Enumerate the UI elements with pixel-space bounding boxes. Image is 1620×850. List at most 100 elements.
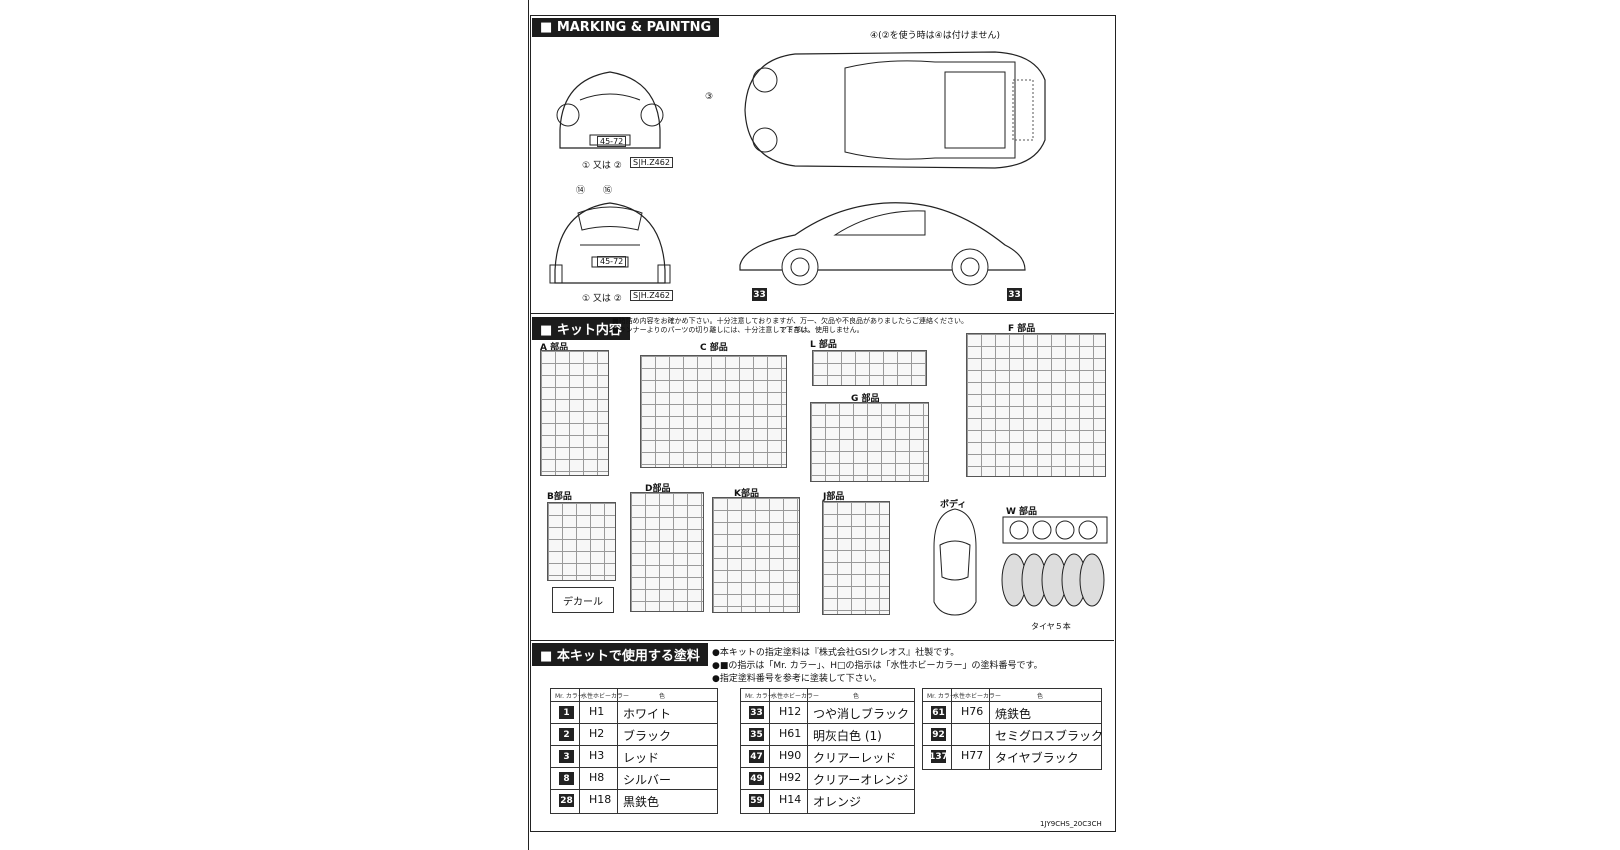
hobby-number: H14 xyxy=(779,793,802,806)
hobby-number: H12 xyxy=(779,705,802,718)
car-rear-view xyxy=(549,202,671,284)
rear-serial: S|H.Z462 xyxy=(630,290,673,301)
hobby-number: H76 xyxy=(961,705,984,718)
hobby-number: H3 xyxy=(589,749,605,762)
paint-note-3: ●指定塗料番号を参考に塗装して下さい。 xyxy=(712,674,882,684)
runner-w xyxy=(1002,516,1108,544)
runner-b xyxy=(547,502,616,581)
car-top-view xyxy=(744,51,1046,169)
th-color: 色 xyxy=(659,693,666,700)
color-name: 明灰白色 (1) xyxy=(813,729,882,743)
kit-note-2: ■ランナーよりのパーツの切り離しには、十分注意して下さい。 xyxy=(612,326,815,334)
paint-header: ■ 本キットで使用する塗料 xyxy=(532,643,708,666)
label-j-parts: J部品 xyxy=(823,492,845,502)
table-row: 8 H8 シルバー xyxy=(551,767,717,790)
label-f-parts: F 部品 xyxy=(1008,324,1036,334)
col-divider xyxy=(617,689,618,813)
runner-g xyxy=(810,402,929,482)
color-name: クリアーレッド xyxy=(813,751,897,765)
paint-callout-33-right: 33 xyxy=(1007,288,1022,301)
paint-note-2: ●■の指示は「Mr. カラー」、H□の指示は「水性ホビーカラー」の塗料番号です。 xyxy=(712,661,1043,671)
color-name: ホワイト xyxy=(623,707,672,721)
col-divider xyxy=(807,689,808,813)
hobby-number: H8 xyxy=(589,771,605,784)
label-b-parts: B部品 xyxy=(547,492,572,502)
rear-plate: 45-72 xyxy=(597,256,627,267)
front-serial: S|H.Z462 xyxy=(630,157,673,168)
table-row: 92 セミグロスブラック xyxy=(923,723,1104,746)
mr-number: 8 xyxy=(559,772,574,785)
th-hobby: 水性ホビーカラー xyxy=(581,693,630,700)
runner-l xyxy=(812,350,927,386)
marking-title: MARKING & PAINTNG xyxy=(556,20,712,35)
callout-16: ⑯ xyxy=(603,186,613,196)
col-divider xyxy=(769,689,770,813)
th-color: 色 xyxy=(1037,693,1044,700)
table-row: 137 H77 タイヤブラック xyxy=(923,745,1101,768)
hobby-number: H1 xyxy=(589,705,605,718)
table-row: 2 H2 ブラック xyxy=(551,723,717,746)
color-name: シルバー xyxy=(623,773,672,787)
color-name: レッド xyxy=(623,751,660,765)
th-hobby: 水性ホビーカラー xyxy=(771,693,820,700)
mr-number: 3 xyxy=(559,750,574,763)
callout-14: ⑭ xyxy=(576,186,586,196)
paint-title: 本キットで使用する塗料 xyxy=(556,649,700,664)
sheet-frame xyxy=(530,15,1116,832)
runner-c xyxy=(640,355,787,468)
tires-label: タイヤ５本 xyxy=(1031,622,1071,631)
paint-table-3: Mr. カラー 水性ホビーカラー 色 61 H76 焼鉄色 92 セミグロスブラ… xyxy=(922,688,1104,770)
th-mr: Mr. カラー xyxy=(745,693,774,700)
marking-header: ■ MARKING & PAINTNG xyxy=(532,18,720,37)
decal-sheet: デカール xyxy=(552,587,614,613)
hobby-number: H92 xyxy=(779,771,802,784)
color-name: つや消しブラック xyxy=(813,707,910,721)
mr-number: 33 xyxy=(749,706,764,719)
runner-k xyxy=(712,497,800,613)
mr-number: 28 xyxy=(559,794,574,807)
kit-note-1: ■箱詰め内容をお確かめ下さい。十分注意しておりますが、万一、欠品や不良品がありま… xyxy=(612,317,969,325)
runner-j xyxy=(822,501,890,615)
table-row: 28 H18 黒鉄色 xyxy=(551,789,717,812)
runner-a xyxy=(540,350,609,476)
mr-number: 61 xyxy=(931,706,946,719)
hobby-number: H2 xyxy=(589,727,605,740)
color-name: オレンジ xyxy=(813,795,862,809)
mr-number: 1 xyxy=(559,706,574,719)
tires xyxy=(1001,553,1105,607)
table-row: 1 H1 ホワイト xyxy=(551,701,717,724)
paint-note-1: ●本キットの指定塗料は『株式会社GSIクレオス』社製です。 xyxy=(712,648,960,658)
label-k-parts: K部品 xyxy=(734,489,759,499)
table-row: 3 H3 レッド xyxy=(551,745,717,768)
mr-number: 137 xyxy=(929,750,948,763)
table-row: 61 H76 焼鉄色 xyxy=(923,701,1101,724)
hobby-number: H90 xyxy=(779,749,802,762)
color-name: 黒鉄色 xyxy=(623,795,660,809)
label-c-parts: C 部品 xyxy=(700,343,728,353)
paint-table-2: Mr. カラー 水性ホビーカラー 色 33 H12 つや消しブラック 35 H6… xyxy=(740,688,915,814)
table-row: 35 H61 明灰白色 (1) xyxy=(741,723,914,746)
table-row: 47 H90 クリアーレッド xyxy=(741,745,914,768)
callout-3: ③ xyxy=(705,92,714,102)
hobby-number: H77 xyxy=(961,749,984,762)
color-name: ブラック xyxy=(623,729,672,743)
mr-number: 49 xyxy=(749,772,764,785)
color-name: セミグロスブラック xyxy=(995,729,1104,743)
car-side-view xyxy=(739,202,1026,286)
col-divider xyxy=(989,689,990,769)
table-row: 33 H12 つや消しブラック xyxy=(741,701,914,724)
runner-d xyxy=(630,492,704,612)
paint-callout-33-left: 33 xyxy=(752,288,767,301)
col-divider xyxy=(579,689,580,813)
color-name: タイヤブラック xyxy=(995,751,1079,765)
label-body: ボディ xyxy=(940,500,967,510)
hobby-number: H61 xyxy=(779,727,802,740)
label-d-parts: D部品 xyxy=(645,484,671,494)
mr-number: 59 xyxy=(749,794,764,807)
label-g-parts: G 部品 xyxy=(851,394,880,404)
car-front-view xyxy=(556,71,664,149)
label-l-parts: L 部品 xyxy=(810,340,837,350)
th-mr: Mr. カラー xyxy=(555,693,584,700)
color-name: 焼鉄色 xyxy=(995,707,1032,721)
table-row: 49 H92 クリアーオレンジ xyxy=(741,767,914,790)
